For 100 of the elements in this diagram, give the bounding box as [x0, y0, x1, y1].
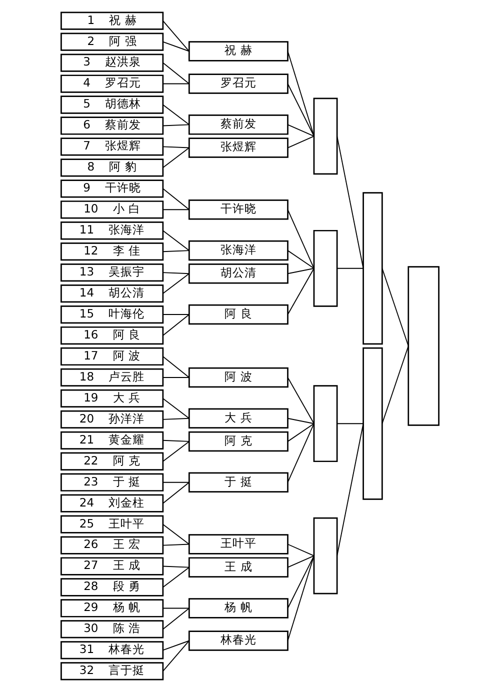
node-box: 16 阿 良: [60, 326, 164, 345]
node-box: 17 阿 波: [60, 347, 164, 366]
connector: [162, 640, 190, 651]
connector: [162, 230, 190, 252]
connector: [287, 268, 314, 315]
node-box: 24 刘金柱: [60, 494, 164, 512]
node-box: 干许晓: [188, 200, 288, 220]
connector: [287, 124, 314, 137]
node-box: 14 胡公清: [60, 284, 164, 303]
connector: [287, 377, 314, 424]
connector: [162, 566, 190, 588]
connector: [162, 398, 190, 419]
node-box: 27 王 成: [60, 557, 164, 576]
node-box: [313, 230, 338, 307]
connector: [162, 524, 190, 545]
node-box: [313, 385, 338, 462]
connector: [162, 356, 190, 378]
connector: [162, 566, 190, 568]
node-box: 31 林春光: [60, 641, 164, 660]
connector: [287, 555, 314, 609]
connector: [162, 104, 190, 126]
connector: [162, 83, 190, 84]
node-box: 阿 良: [188, 304, 288, 325]
connector: [162, 314, 190, 315]
node-box: [362, 192, 383, 345]
node-box: 8 阿 豹: [60, 158, 164, 177]
node-box: 林春光: [188, 630, 288, 651]
node-box: [313, 98, 338, 175]
connector: [287, 555, 314, 642]
node-box: 6 蔡前发: [60, 116, 164, 135]
node-box: 10 小 白: [60, 200, 164, 219]
node-box: [362, 347, 383, 500]
node-box: 28 段 勇: [60, 578, 164, 596]
connector: [162, 377, 190, 378]
connector: [162, 482, 190, 504]
connector: [162, 250, 190, 252]
node-box: 杨 帆: [188, 598, 288, 618]
connector: [162, 188, 190, 210]
connector: [287, 136, 314, 148]
connector: [162, 440, 190, 442]
node-box: 11 张海洋: [60, 222, 164, 240]
node-box: 29 杨 帆: [60, 599, 164, 618]
connector: [162, 440, 190, 462]
node-box: 23 于 挺: [60, 473, 164, 492]
connector: [162, 20, 190, 52]
connector: [336, 423, 364, 424]
connector: [287, 418, 314, 424]
node-box: 祝 赫: [188, 41, 288, 62]
connector: [162, 273, 190, 294]
connector: [162, 418, 190, 420]
connector: [162, 640, 190, 672]
connector: [162, 62, 190, 84]
connector: [162, 146, 190, 148]
node-box: 12 李 佳: [60, 242, 164, 261]
node-box: 张海洋: [188, 240, 288, 261]
node-box: 胡公清: [188, 264, 288, 284]
connector: [287, 423, 314, 483]
connector: [287, 250, 314, 269]
connector: [382, 346, 409, 424]
node-box: 张煜辉: [188, 138, 288, 158]
node-box: 于 挺: [188, 472, 288, 492]
connector: [287, 268, 314, 274]
connector: [336, 423, 364, 556]
connector: [287, 544, 314, 556]
connector: [162, 608, 190, 630]
connector: [162, 147, 190, 168]
node-box: 阿 波: [188, 367, 288, 388]
connector: [162, 272, 190, 274]
node-box: 19 大 兵: [60, 389, 164, 408]
connector: [162, 124, 190, 126]
node-box: [408, 266, 440, 426]
node-box: 20 孙洋洋: [60, 410, 164, 428]
node-box: 22 阿 克: [60, 452, 164, 470]
connector: [162, 482, 190, 483]
connector: [382, 268, 409, 346]
connector: [162, 544, 190, 546]
connector: [287, 209, 314, 269]
connector: [162, 209, 190, 210]
node-box: 1 祝 赫: [60, 12, 164, 30]
node-box: 7 张煜辉: [60, 138, 164, 156]
connector: [287, 50, 314, 137]
connector: [336, 136, 364, 269]
node-box: 5 胡德林: [60, 96, 164, 114]
node-box: 21 黄金耀: [60, 431, 164, 450]
connector: [162, 314, 190, 336]
node-box: 2 阿 强: [60, 32, 164, 51]
node-box: 18 卢云胜: [60, 368, 164, 387]
node-box: [313, 517, 338, 594]
node-box: 25 王叶平: [60, 515, 164, 534]
connector: [336, 268, 364, 269]
connector: [162, 608, 190, 609]
node-box: 30 陈 浩: [60, 620, 164, 638]
node-box: 13 吴振宇: [60, 264, 164, 282]
node-box: 蔡前发: [188, 114, 288, 135]
connector: [287, 423, 314, 442]
node-box: 4 罗召元: [60, 74, 164, 93]
node-box: 王 成: [188, 557, 288, 578]
node-box: 32 言于挺: [60, 662, 164, 680]
node-box: 阿 克: [188, 431, 288, 452]
connector: [287, 83, 314, 137]
